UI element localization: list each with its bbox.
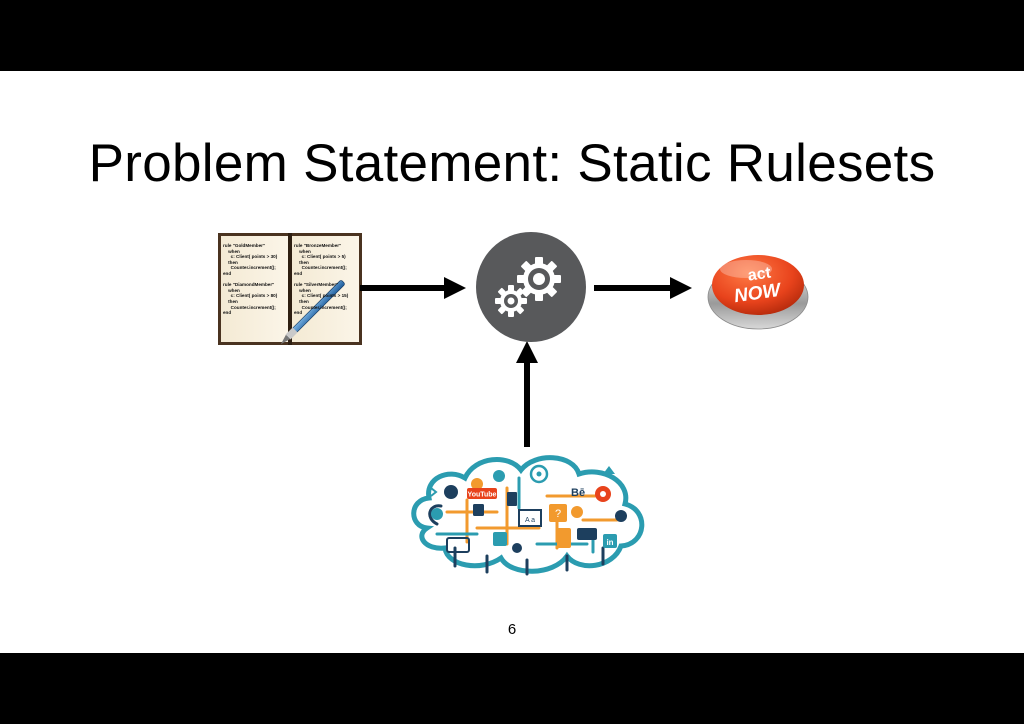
behance-label: Bē: [571, 487, 585, 499]
slide-title: Problem Statement: Static Rulesets: [88, 134, 936, 193]
rules-right-page-text: rule "BronzeMember" when c: Client( poin…: [294, 243, 349, 316]
youtube-label: YouTube: [468, 492, 497, 499]
arrow-engine-to-action: [594, 277, 692, 299]
act-text: act: [747, 264, 773, 284]
gears-icon: [476, 232, 586, 342]
linkedin-label: in: [606, 538, 613, 547]
rules-left-page-text: rule "GoldMember" when c: Client( points…: [223, 243, 278, 316]
act-now-button-icon: act NOW: [706, 247, 810, 331]
flow-arrows: [360, 277, 692, 447]
rules-book-icon: rule "GoldMember" when c: Client( points…: [218, 233, 362, 345]
arrow-book-to-engine: [360, 277, 466, 299]
svg-text:?: ?: [555, 508, 561, 520]
page-number: 6: [507, 621, 517, 638]
notebook-pen-icon: [218, 233, 362, 345]
font-label: A a: [525, 517, 535, 524]
arrow-cloud-to-engine: [516, 341, 538, 447]
slide: Problem Statement: Static Rulesets: [0, 71, 1024, 653]
rule-engine: [475, 231, 587, 343]
social-cloud-icon: YouTube A a ? Bē in: [407, 448, 651, 578]
